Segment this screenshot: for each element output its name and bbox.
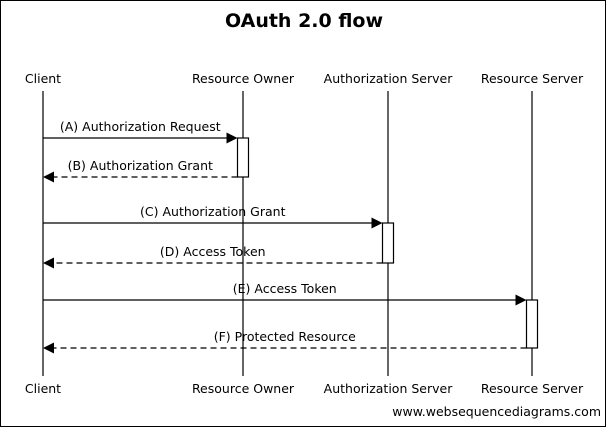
watermark-label: www.websequencediagrams.com bbox=[392, 404, 601, 419]
participant-footer-client: Client bbox=[25, 381, 61, 396]
participant-footer-labels: Client Resource Owner Authorization Server… bbox=[25, 381, 584, 396]
message-arrowhead-msg-d bbox=[43, 257, 54, 269]
message-arrowhead-msg-f bbox=[43, 342, 54, 354]
message-label-msg-d: (D) Access Token bbox=[160, 244, 266, 259]
message-msg-d: (D) Access Token bbox=[43, 244, 383, 269]
participant-footer-authorization-server: Authorization Server bbox=[324, 381, 454, 396]
message-msg-a: (A) Authorization Request bbox=[43, 119, 238, 144]
activation-authorization-server bbox=[381, 222, 395, 264]
message-label-msg-b: (B) Authorization Grant bbox=[68, 158, 213, 173]
message-msg-e: (E) Access Token bbox=[43, 281, 527, 306]
message-label-msg-f: (F) Protected Resource bbox=[214, 329, 356, 344]
participant-header-client: Client bbox=[25, 71, 61, 86]
message-label-msg-a: (A) Authorization Request bbox=[60, 119, 221, 134]
message-msg-c: (C) Authorization Grant bbox=[43, 204, 383, 229]
message-arrowhead-msg-c bbox=[371, 217, 383, 229]
participant-footer-resource-owner: Resource Owner bbox=[192, 381, 295, 396]
participant-header-resource-server: Resource Server bbox=[481, 71, 584, 86]
activation-boxes-group bbox=[236, 137, 539, 349]
activation-resource-server bbox=[525, 299, 539, 349]
message-label-msg-e: (E) Access Token bbox=[233, 281, 337, 296]
activation-resource-owner bbox=[236, 137, 250, 178]
participant-header-labels: Client Resource Owner Authorization Server… bbox=[25, 71, 584, 86]
message-arrowhead-msg-a bbox=[226, 132, 238, 144]
messages-group: (A) Authorization Request (B) Authorizati… bbox=[43, 119, 527, 354]
message-arrowhead-msg-b bbox=[43, 171, 54, 183]
participant-header-authorization-server: Authorization Server bbox=[324, 71, 454, 86]
participant-header-resource-owner: Resource Owner bbox=[192, 71, 295, 86]
message-arrowhead-msg-e bbox=[515, 294, 527, 306]
message-msg-b: (B) Authorization Grant bbox=[43, 158, 238, 183]
message-msg-f: (F) Protected Resource bbox=[43, 329, 527, 354]
participant-footer-resource-server: Resource Server bbox=[481, 381, 584, 396]
message-label-msg-c: (C) Authorization Grant bbox=[140, 204, 286, 219]
page-title: OAuth 2.0 flow bbox=[225, 10, 383, 32]
